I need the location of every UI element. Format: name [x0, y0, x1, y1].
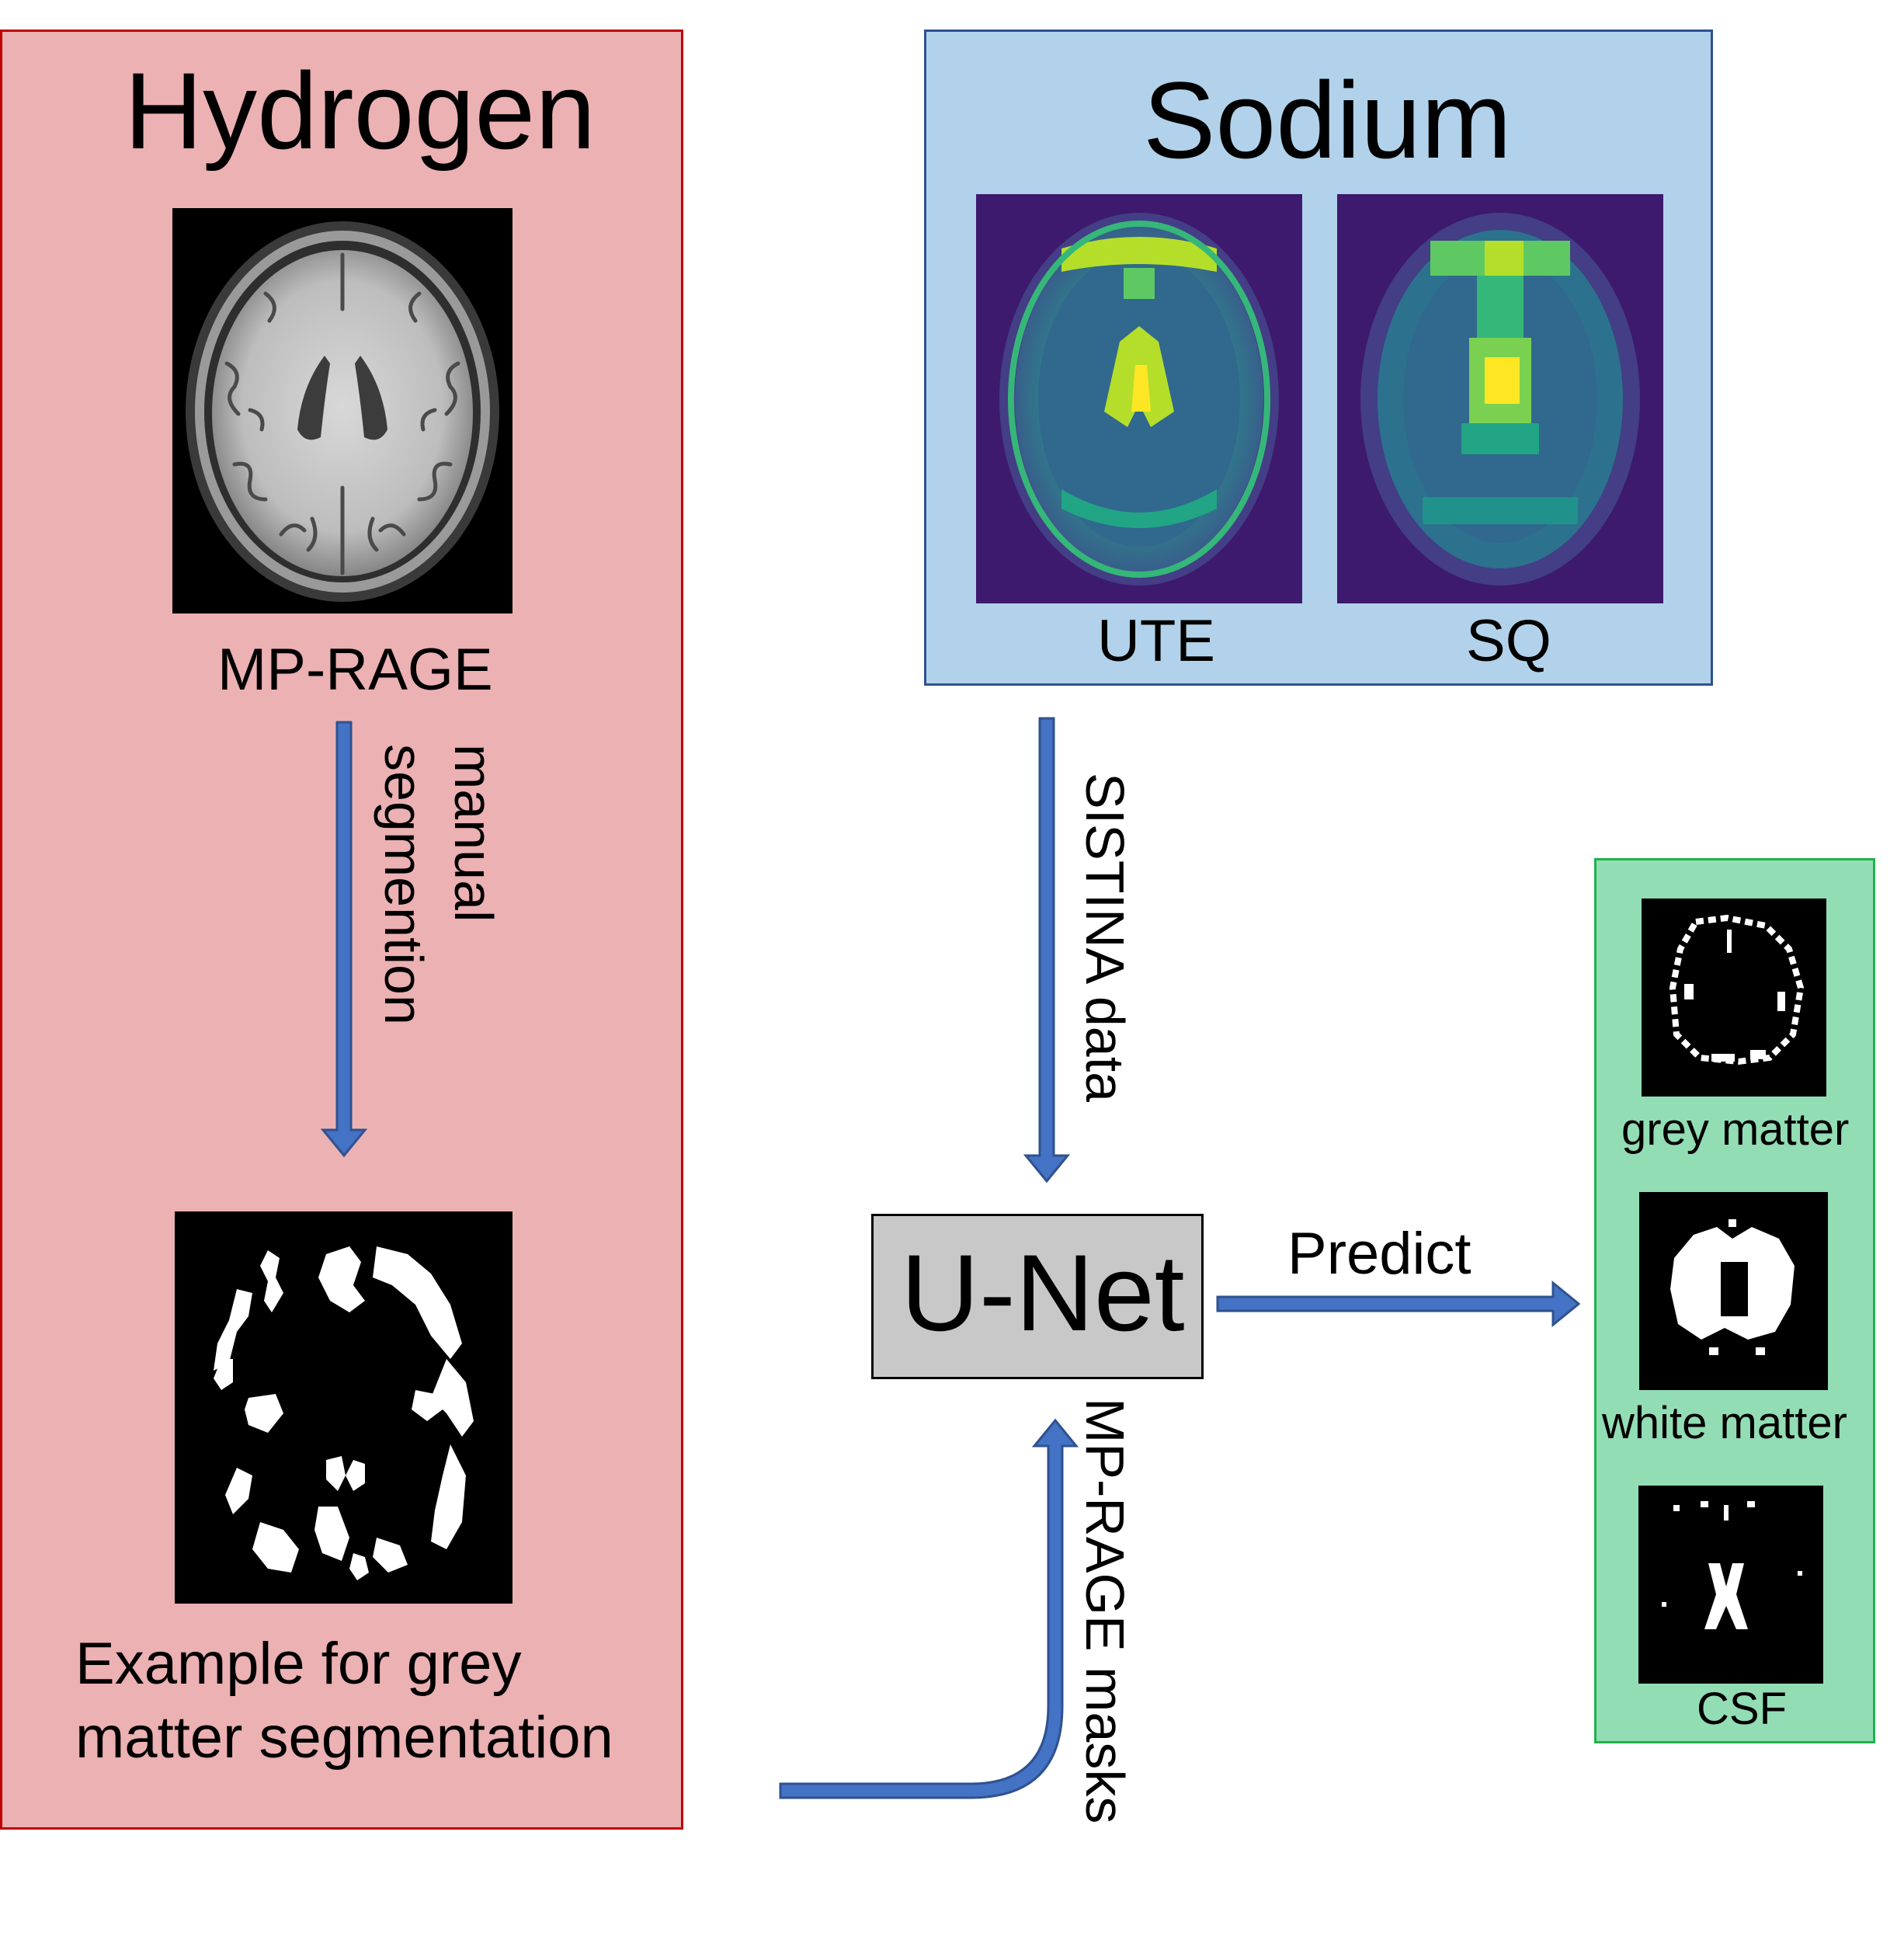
- grey-matter-label: grey matter: [1621, 1104, 1850, 1155]
- mprage-masks-arrow: [779, 1418, 1079, 1799]
- sistina-data-label: SISTINA data: [1075, 773, 1135, 1103]
- manual-segmentation-arrow: [320, 721, 368, 1158]
- sq-image: [1337, 194, 1663, 603]
- predict-arrow: [1216, 1280, 1581, 1328]
- ute-image: [976, 194, 1302, 603]
- unet-box: [871, 1214, 1204, 1379]
- white-matter-label: white matter: [1602, 1398, 1847, 1448]
- white-matter-output-image: [1639, 1192, 1828, 1390]
- mprage-brain-image: [172, 208, 512, 613]
- csf-label: CSF: [1697, 1684, 1787, 1734]
- predict-label: Predict: [1287, 1221, 1471, 1287]
- grey-matter-segmentation-image: [175, 1211, 512, 1604]
- csf-output-image: [1638, 1486, 1823, 1684]
- unet-label: U-Net: [901, 1232, 1185, 1354]
- sistina-data-arrow: [1023, 717, 1071, 1183]
- grey-matter-output-image: [1642, 898, 1826, 1097]
- hydrogen-title: Hydrogen: [124, 50, 596, 172]
- sq-label: SQ: [1466, 608, 1551, 674]
- example-line-2: matter segmentation: [75, 1705, 613, 1771]
- mprage-label: MP-RAGE: [217, 637, 493, 703]
- sodium-title: Sodium: [1143, 59, 1512, 181]
- example-line-1: Example for grey: [75, 1631, 522, 1697]
- mprage-masks-label: MP-RAGE masks: [1075, 1398, 1135, 1824]
- ute-label: UTE: [1097, 608, 1215, 674]
